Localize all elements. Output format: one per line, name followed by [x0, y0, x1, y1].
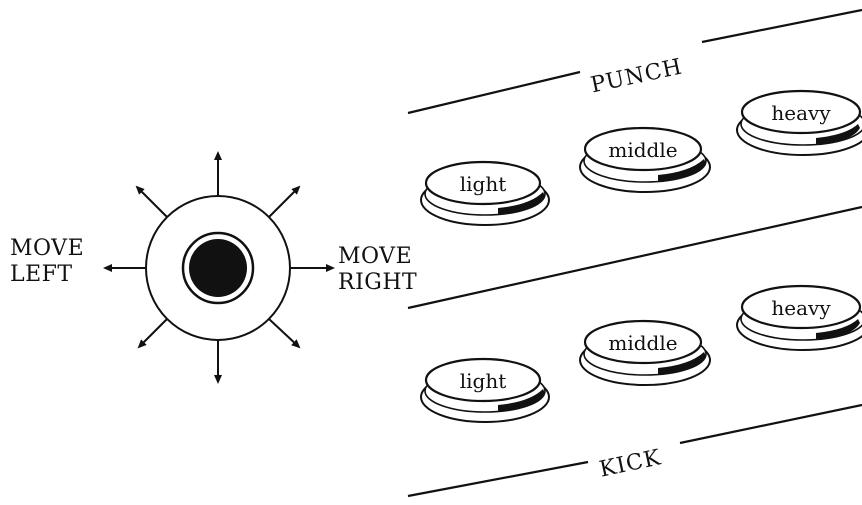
- joystick[interactable]: [103, 151, 335, 384]
- kick-title: KICK: [597, 445, 663, 482]
- kick-bottom-line-right: [679, 403, 862, 445]
- move-left-line2: LEFT: [10, 262, 73, 287]
- move-right-label: MOVE RIGHT: [338, 244, 417, 296]
- punch-button-heavy[interactable]: heavy: [736, 89, 862, 156]
- arrow-up-left-icon: [135, 185, 168, 218]
- joystick-ball[interactable]: [189, 239, 247, 297]
- kick-bottom-line-left: [407, 460, 589, 498]
- kick-button-light-label: light: [460, 369, 507, 393]
- punch-top-line-right: [701, 8, 862, 44]
- arrow-down-left-icon: [137, 318, 168, 349]
- punch-button-light[interactable]: light: [420, 160, 550, 226]
- punch-button-heavy-label: heavy: [771, 101, 831, 125]
- kick-button-heavy[interactable]: heavy: [736, 284, 862, 351]
- move-right-line2: RIGHT: [338, 270, 418, 295]
- arrow-down-right-icon: [268, 318, 301, 349]
- punch-button-light-label: light: [460, 172, 507, 196]
- kick-button-middle-label: middle: [608, 331, 677, 355]
- move-right-line1: MOVE: [338, 244, 413, 269]
- kick-button-heavy-label: heavy: [771, 296, 831, 320]
- panel-lines: [407, 8, 862, 498]
- kick-button-light[interactable]: light: [420, 357, 550, 423]
- divider-line: [407, 205, 862, 310]
- punch-title: PUNCH: [589, 54, 685, 98]
- move-left-label: MOVE LEFT: [10, 236, 84, 288]
- punch-button-middle-label: middle: [608, 138, 677, 162]
- arrow-up-right-icon: [268, 185, 301, 218]
- kick-button-middle[interactable]: middle: [579, 319, 711, 386]
- punch-top-line-left: [407, 70, 581, 115]
- move-left-line1: MOVE: [10, 236, 85, 261]
- direction-arrows: [103, 151, 335, 384]
- punch-button-middle[interactable]: middle: [579, 126, 711, 193]
